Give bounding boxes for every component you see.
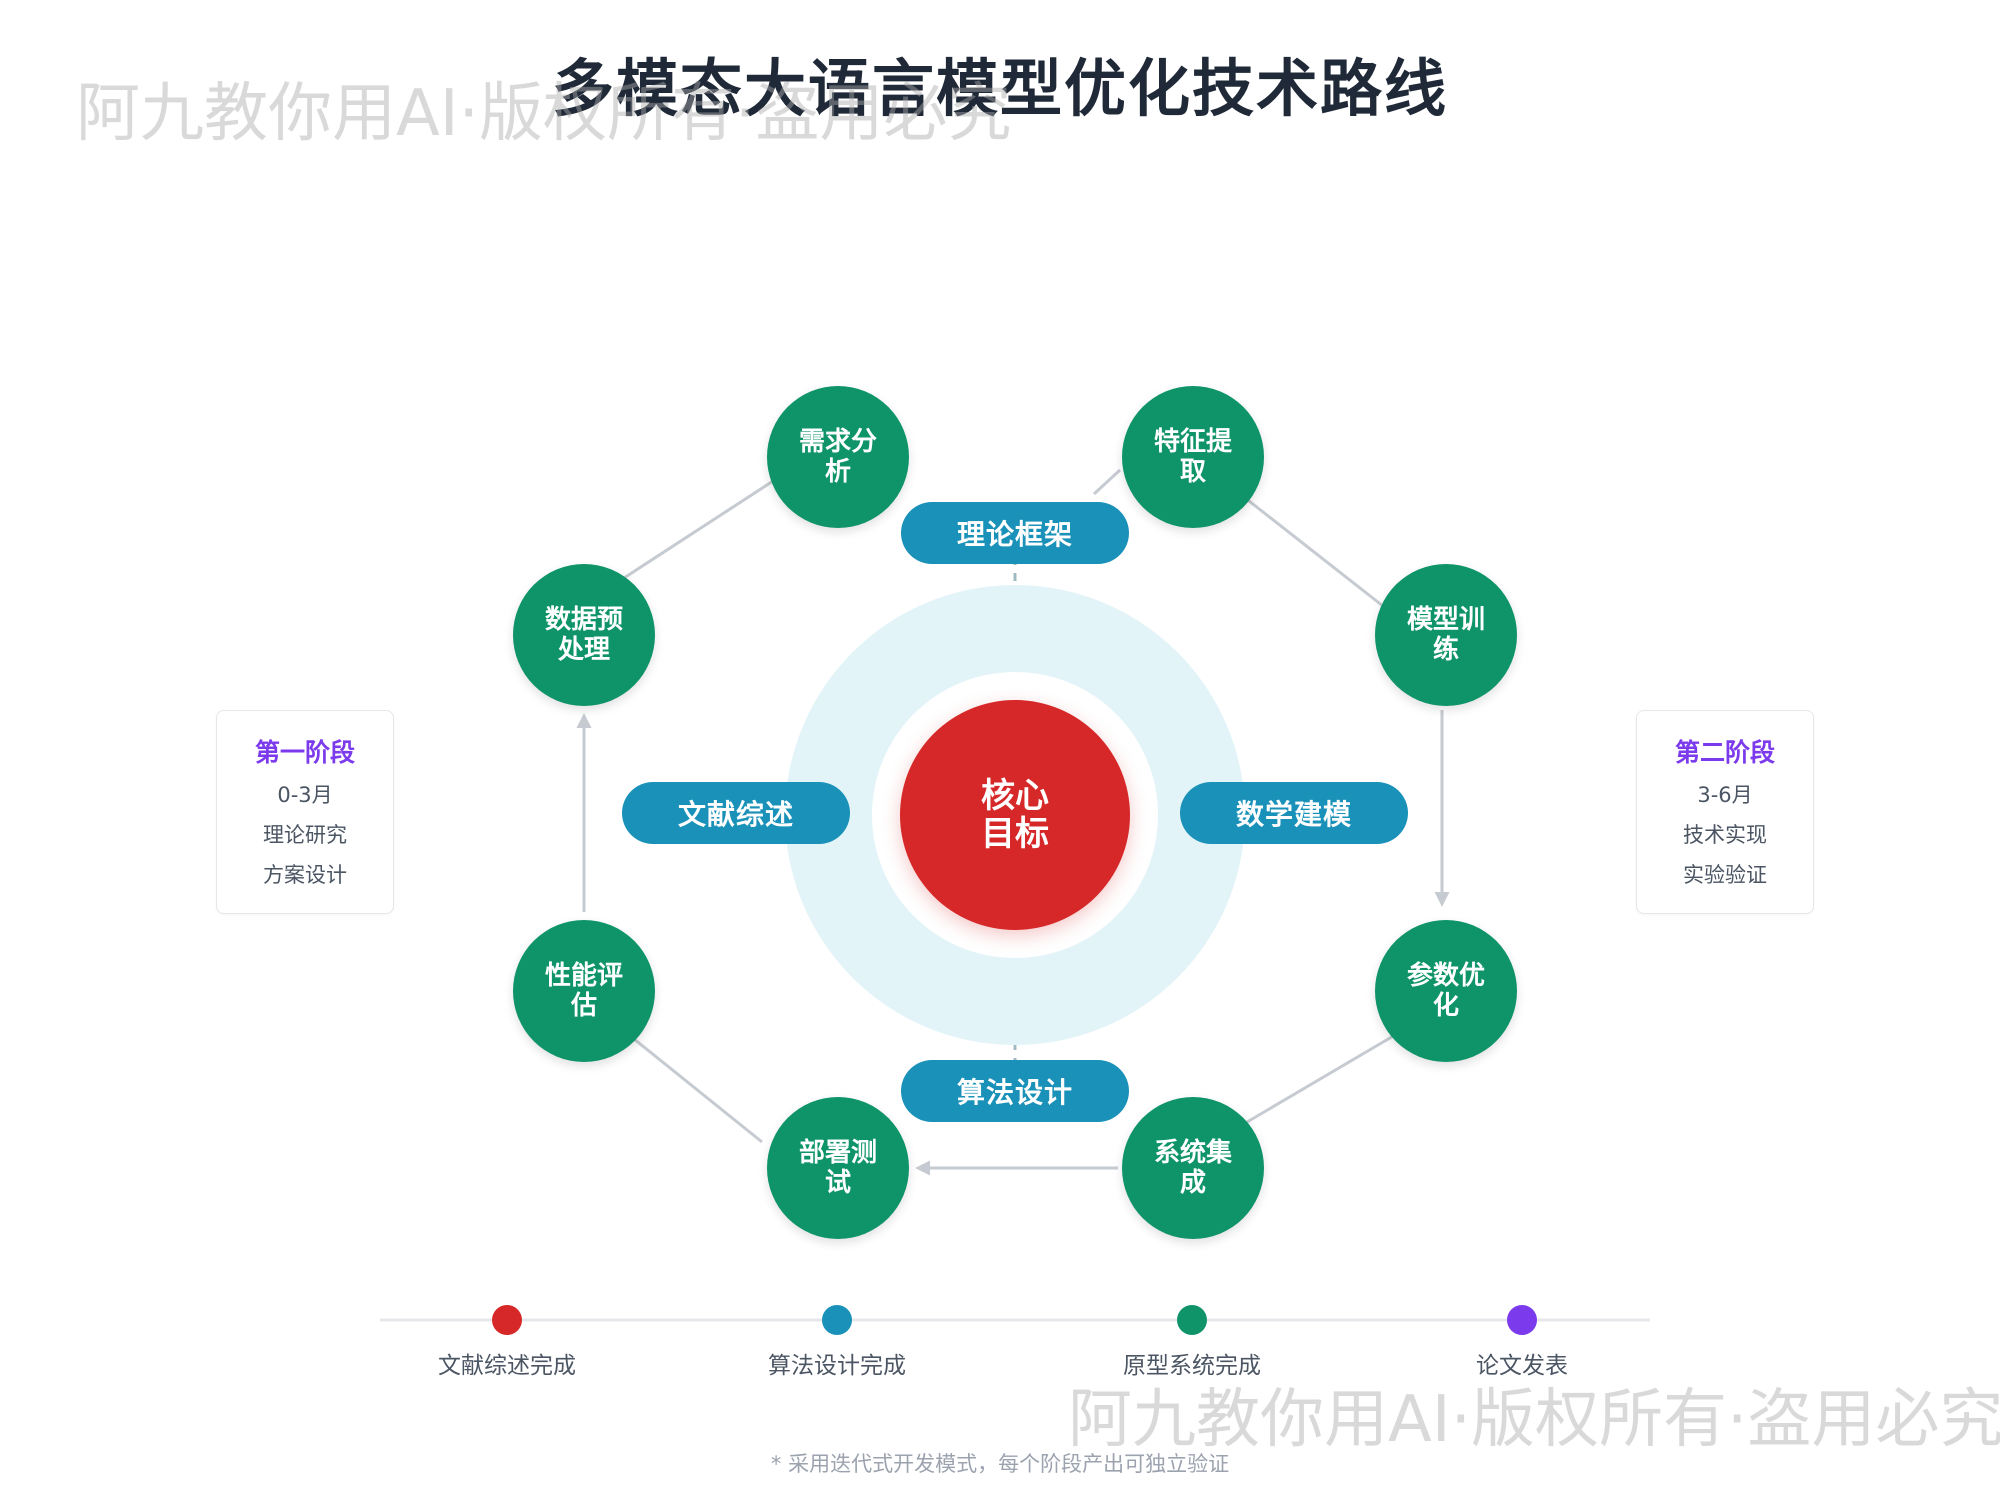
node-label: 性能评估 (544, 961, 623, 1021)
milestone-dot (1177, 1305, 1207, 1335)
milestone-label: 论文发表 (1476, 1353, 1568, 1379)
node-model-training[interactable]: 模型训练 (1375, 564, 1517, 706)
node-label: 特征提取 (1153, 427, 1232, 487)
milestone-label: 算法设计完成 (768, 1353, 906, 1379)
phase-period: 3-6月 (1697, 783, 1753, 807)
phase-period: 0-3月 (277, 783, 333, 807)
node-feature-extraction[interactable]: 特征提取 (1122, 386, 1264, 528)
node-parameter-optimization[interactable]: 参数优化 (1375, 920, 1517, 1062)
pillar-literature-review[interactable]: 文献综述 (622, 782, 850, 844)
phase-card-1: 第一阶段 0-3月 理论研究 方案设计 (216, 710, 394, 914)
node-label: 部署测试 (798, 1138, 877, 1198)
phase-title: 第二阶段 (1674, 738, 1775, 767)
pillar-math-modeling[interactable]: 数学建模 (1180, 782, 1408, 844)
node-label: 需求分析 (798, 427, 877, 487)
milestone-label: 原型系统完成 (1123, 1353, 1261, 1379)
node-data-preprocessing[interactable]: 数据预处理 (513, 564, 655, 706)
connector-line (1092, 468, 1122, 496)
core-goal[interactable]: 核心目标 (900, 700, 1130, 930)
milestone-dot (492, 1305, 522, 1335)
connector-line (1234, 488, 1389, 612)
milestone-dot (1507, 1305, 1537, 1335)
node-label: 系统集成 (1153, 1138, 1232, 1198)
node-requirement-analysis[interactable]: 需求分析 (767, 386, 909, 528)
milestone-label: 文献综述完成 (438, 1353, 576, 1379)
node-system-integration[interactable]: 系统集成 (1122, 1097, 1264, 1239)
connector-line (1224, 1033, 1396, 1137)
core-goal-label: 核心目标 (981, 776, 1049, 854)
node-label: 参数优化 (1406, 961, 1485, 1021)
milestone-dot (822, 1305, 852, 1335)
pillar-theory-framework[interactable]: 理论框架 (901, 502, 1129, 564)
node-label: 模型训练 (1406, 605, 1485, 665)
node-deployment-testing[interactable]: 部署测试 (767, 1097, 909, 1239)
phase-item: 实验验证 (1683, 863, 1767, 887)
diagram-title: 多模态大语言模型优化技术路线 (551, 52, 1448, 125)
phase-title: 第一阶段 (254, 738, 355, 767)
node-label: 数据预处理 (544, 605, 623, 665)
pillar-algorithm-design[interactable]: 算法设计 (901, 1060, 1129, 1122)
phase-item: 理论研究 (263, 823, 347, 847)
connector-line (623, 468, 791, 580)
footnote: * 采用迭代式开发模式，每个阶段产出可独立验证 (770, 1452, 1230, 1476)
phase-item: 技术实现 (1683, 823, 1767, 847)
node-performance-evaluation[interactable]: 性能评估 (513, 920, 655, 1062)
phase-card-2: 第二阶段 3-6月 技术实现 实验验证 (1636, 710, 1814, 914)
phase-item: 方案设计 (263, 863, 347, 887)
